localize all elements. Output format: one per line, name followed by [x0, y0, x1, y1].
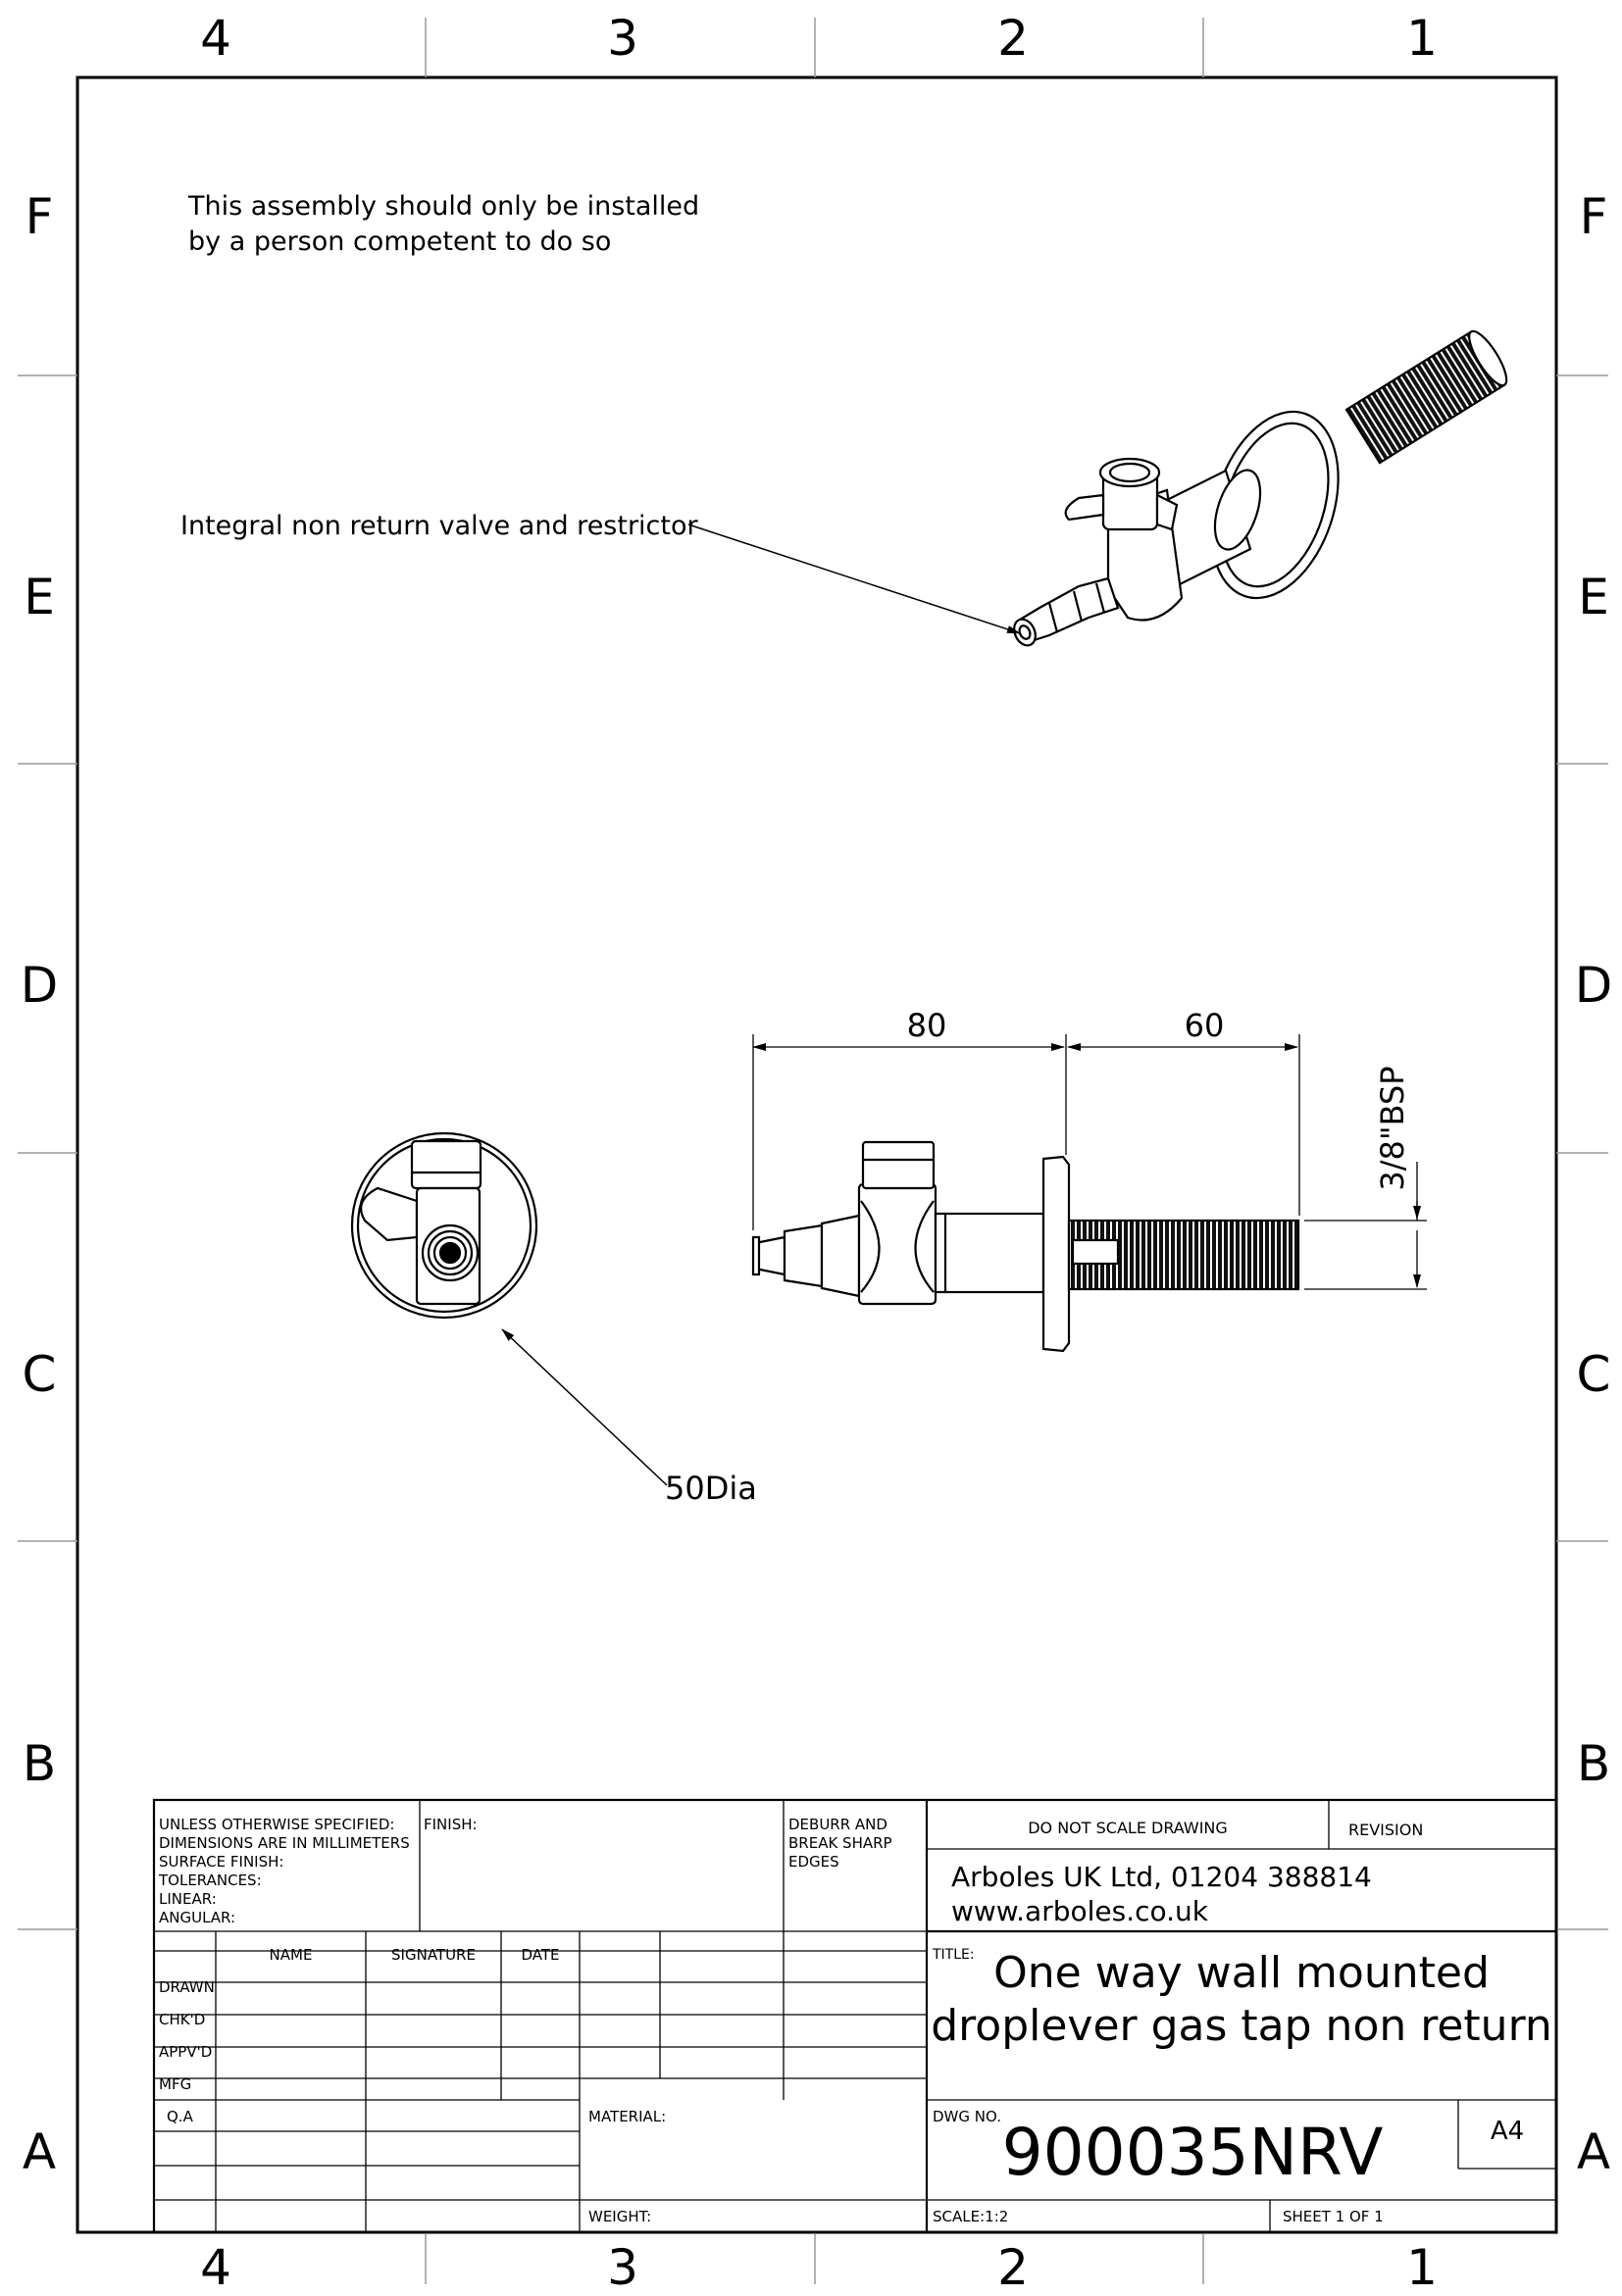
- zone-row-b-right: B: [1576, 1735, 1611, 1792]
- zone-row-f-right: F: [1579, 188, 1608, 245]
- finish-label: FINISH:: [424, 1816, 478, 1833]
- do-not-scale-label: DO NOT SCALE DRAWING: [1028, 1819, 1228, 1837]
- dimension-lines: [752, 1034, 1427, 1290]
- zone-row-c-right: C: [1576, 1346, 1611, 1403]
- title-block-grid: [152, 1798, 1558, 2234]
- valve-callout-leader: [687, 524, 1021, 634]
- zone-column-3-bottom: 3: [607, 2239, 638, 2296]
- zone-column-4-bottom: 4: [200, 2239, 231, 2296]
- drawing-number: 900035NRV: [1001, 2115, 1384, 2190]
- sheet-number: SHEET 1 OF 1: [1283, 2208, 1384, 2225]
- zone-column-1-bottom: 1: [1406, 2239, 1438, 2296]
- zone-column-2-bottom: 2: [997, 2239, 1029, 2296]
- install-note-line1: This assembly should only be installed: [188, 191, 700, 222]
- side-view: [751, 1140, 1300, 1353]
- install-note-line2: by a person competent to do so: [188, 226, 612, 257]
- dimension-thread-spec: 3/8"BSP: [1374, 1066, 1411, 1191]
- diameter-callout-text: 50Dia: [665, 1470, 757, 1507]
- title-label: TITLE:: [933, 1947, 975, 1963]
- end-view: [350, 1131, 538, 1320]
- row-label-qa: Q.A: [167, 2108, 193, 2125]
- zone-row-f-left: F: [25, 188, 54, 245]
- zone-row-a-right: A: [1576, 2123, 1611, 2180]
- zone-column-4-top: 4: [200, 10, 231, 67]
- isometric-view: [1013, 329, 1508, 647]
- zone-row-e-left: E: [24, 569, 55, 625]
- column-header-date: DATE: [521, 1946, 560, 1964]
- drawing-title-line2: droplever gas tap non return: [931, 2001, 1552, 2051]
- zone-row-d-right: D: [1574, 957, 1613, 1014]
- zone-row-d-left: D: [20, 957, 59, 1014]
- zone-ticks: [18, 18, 1608, 2284]
- revision-label: REVISION: [1348, 1821, 1424, 1839]
- deburr-note: DEBURR AND BREAK SHARP EDGES: [788, 1816, 892, 1871]
- company-line1: Arboles UK Ltd, 01204 388814: [951, 1861, 1372, 1893]
- company-line2: www.arboles.co.uk: [951, 1895, 1208, 1927]
- dwg-no-label: DWG NO.: [933, 2108, 1001, 2125]
- zone-row-a-left: A: [22, 2123, 57, 2180]
- valve-callout-text: Integral non return valve and restrictor: [180, 511, 698, 541]
- row-label-drawn: DRAWN: [159, 1978, 215, 1996]
- sheet-size: A4: [1490, 2117, 1525, 2146]
- drawing-title-line1: One way wall mounted: [993, 1948, 1490, 1998]
- column-header-name: NAME: [269, 1946, 313, 1964]
- dimension-length-thread: 60: [1184, 1007, 1225, 1044]
- row-label-checked: CHK'D: [159, 2011, 206, 2028]
- weight-label: WEIGHT:: [588, 2208, 652, 2225]
- row-label-approved: APPV'D: [159, 2043, 213, 2061]
- row-label-mfg: MFG: [159, 2075, 192, 2093]
- zone-column-3-top: 3: [607, 10, 638, 67]
- general-notes: UNLESS OTHERWISE SPECIFIED: DIMENSIONS A…: [159, 1816, 410, 1926]
- zone-row-b-left: B: [22, 1735, 57, 1792]
- zone-column-2-top: 2: [997, 10, 1029, 67]
- zone-row-e-right: E: [1578, 569, 1609, 625]
- material-label: MATERIAL:: [588, 2108, 667, 2125]
- diameter-leader: [501, 1328, 668, 1486]
- zone-row-c-left: C: [22, 1346, 57, 1403]
- column-header-signature: SIGNATURE: [391, 1946, 476, 1964]
- zone-column-1-top: 1: [1406, 10, 1438, 67]
- dimension-length-body: 80: [906, 1007, 947, 1044]
- scale-label: SCALE:1:2: [933, 2208, 1009, 2225]
